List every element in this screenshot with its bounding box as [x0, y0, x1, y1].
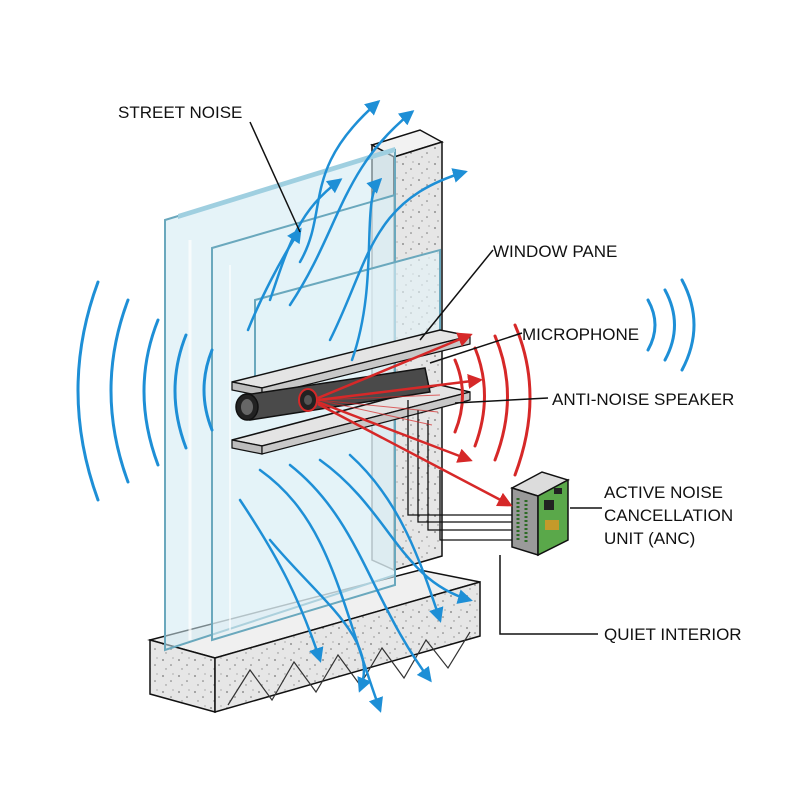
street-noise-waves — [76, 280, 214, 502]
microphone-icon — [298, 388, 318, 412]
label-street-noise: STREET NOISE — [118, 103, 242, 122]
noise-flow-arrows — [238, 100, 473, 713]
window-pane — [164, 147, 441, 652]
label-anti-noise-speaker: ANTI-NOISE SPEAKER — [552, 390, 734, 409]
anti-noise-waves — [453, 323, 532, 477]
anti-noise-signal-arrows — [317, 332, 513, 507]
label-window-pane: WINDOW PANE — [493, 242, 617, 261]
residual-noise-waves — [646, 278, 696, 372]
speaker-shelves — [231, 329, 471, 455]
window-sill-base — [147, 569, 481, 713]
speaker-icon — [235, 367, 431, 421]
label-microphone: MICROPHONE — [522, 325, 639, 344]
label-anc-line3: UNIT (ANC) — [604, 529, 695, 548]
label-anc-line1: ACTIVE NOISE — [604, 483, 723, 502]
sound-rays — [317, 394, 441, 426]
label-anc-line2: CANCELLATION — [604, 506, 733, 525]
leader-lines — [249, 121, 602, 635]
label-quiet-interior: QUIET INTERIOR — [604, 625, 742, 644]
circuit-board-icon — [510, 471, 570, 557]
wiring — [407, 400, 515, 541]
